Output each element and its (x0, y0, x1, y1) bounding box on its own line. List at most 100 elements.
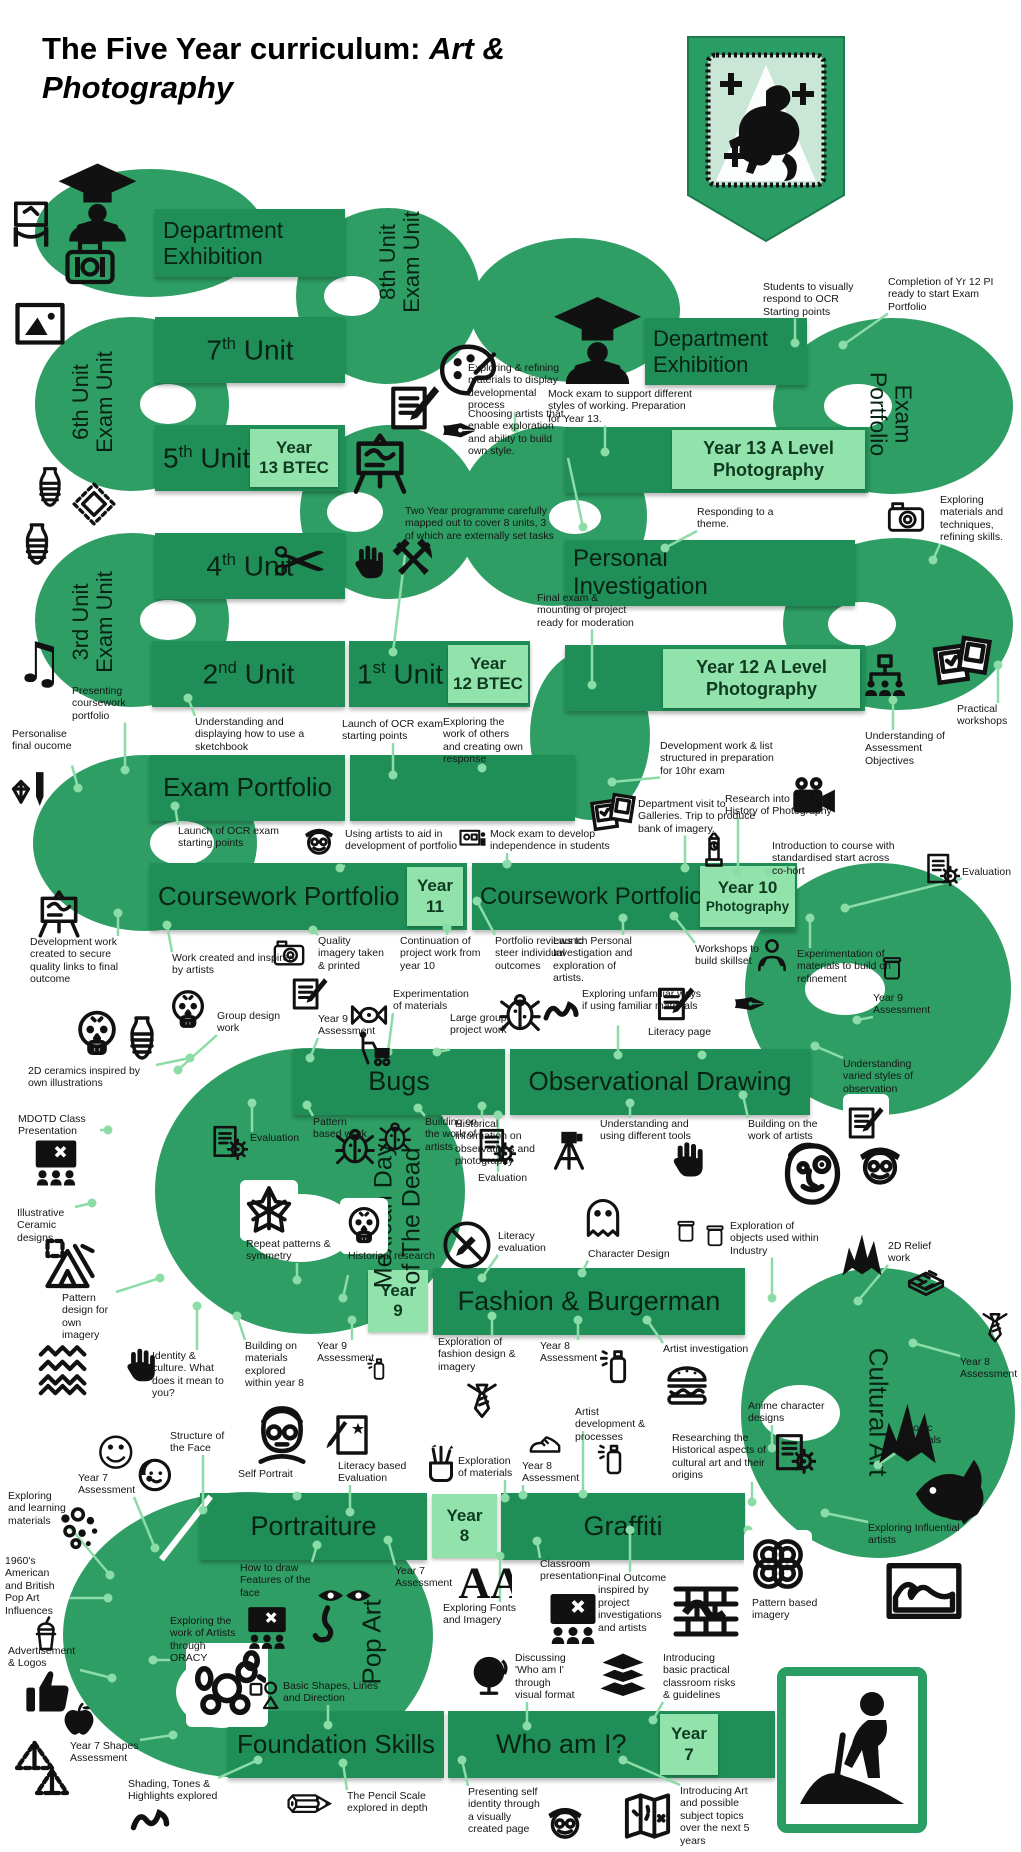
segment-label: Observational Drawing (528, 1066, 792, 1097)
callout-note: Year 9 Assessment (318, 1013, 376, 1038)
callout-note: Group design work (217, 1010, 281, 1035)
callout-note: Basic Shapes, Lines and Direction (283, 1680, 379, 1705)
squiggle-hand-icon (538, 993, 584, 1033)
polaroid-photos-icon (928, 632, 994, 694)
evaluation-doc-icon (924, 852, 960, 888)
school-crest-logo (687, 36, 845, 243)
callout-note: Iconic animals (905, 1422, 942, 1447)
callout-note: Presenting self identity through a visua… (468, 1786, 540, 1836)
callout-note: Year 8 Assessment (522, 1460, 580, 1485)
callout-note: Launch of OCR exam starting points (178, 825, 279, 850)
segment-label-part: th (222, 549, 236, 569)
letters-aa-icon (453, 1553, 515, 1609)
seg-exam-portfolio-gcse: Exam Portfolio (150, 755, 345, 821)
pencil-icon: ✏ (286, 1773, 333, 1838)
music-note-icon: ♫ (14, 631, 65, 696)
callout-note: Year 8 Assessment (960, 1356, 1018, 1381)
callout-note: 2D Relief work (888, 1240, 932, 1265)
segment-label-part: Unit (236, 658, 295, 690)
callout-note: Advertisement & Logos (8, 1645, 76, 1670)
callout-note: Introducing Art and possible subject top… (680, 1785, 750, 1847)
segment-label-part: 2 (202, 658, 219, 690)
callout-note: Evaluation (478, 1172, 528, 1184)
callout-note: Students to visually respond to OCR Star… (763, 281, 854, 318)
segment-label: Bugs (368, 1066, 430, 1097)
callout-note: Presenting coursework portfolio (72, 685, 126, 722)
segment-label-part: th (178, 441, 193, 461)
callout-note: Work created and inspired by artists (172, 952, 295, 977)
hand-wave-icon (348, 536, 386, 592)
callout-note: Exploring Fonts and Imagery (443, 1602, 516, 1627)
seg-graffiti: Graffiti (501, 1493, 745, 1560)
wave-painting-icon (858, 1553, 990, 1629)
callout-note: Literacy evaluation (498, 1230, 546, 1255)
fabric-patch-icon (70, 476, 118, 532)
callout-note: Exploring the work of others and creatin… (443, 716, 523, 766)
callout-note: Understanding varied styles of observati… (843, 1058, 914, 1095)
badge-line: 9 (393, 1301, 403, 1320)
badge-line: Year 13 A Level (703, 437, 834, 458)
segment-label-part: Unit (192, 442, 251, 474)
org-chart-icon (860, 652, 910, 700)
seg-2nd-unit: 2nd Unit (152, 641, 345, 707)
globe-icon (466, 1650, 512, 1702)
callout-note: Experimentation of materials (393, 988, 469, 1013)
segment-label-part: nd (218, 657, 237, 677)
segment-label: Coursework Portfolio (158, 880, 400, 911)
badge-line: Year 12 A Level (696, 656, 827, 677)
segment-label: Department Exhibition (163, 216, 284, 269)
callout-note: Artist investigation (663, 1343, 749, 1355)
segment-label-part: th (222, 333, 236, 353)
badge-line: Year 10 (717, 878, 778, 898)
vlabel-line: Exam Unit (92, 351, 117, 453)
callout-note: Exploring and learning materials (8, 1490, 66, 1527)
framed-bug-icon (378, 1118, 412, 1156)
segment-label-part: 7 (206, 334, 222, 366)
writing-hand-icon (280, 973, 340, 1015)
callout-note: Personalise final oucome (12, 728, 72, 753)
segment-label-part: Unit (236, 334, 294, 366)
callout-note: Continuation of project work from year 1… (400, 935, 481, 972)
callout-note: Year 7 Assessment (78, 1472, 136, 1497)
callout-note: Literacy based Evaluation (338, 1460, 407, 1485)
callout-note: Department visit to Galleries. Trip to p… (638, 798, 756, 835)
callout-note: Exploration of objects used within Indus… (730, 1220, 819, 1257)
segment-label-part: 4 (206, 550, 222, 582)
callout-note: Exploring the work of Artists through OR… (170, 1615, 236, 1665)
sugar-skull-icon (70, 1003, 124, 1065)
segment-label-part: 1 (357, 658, 373, 690)
callout-note: The Pencil Scale explored in depth (347, 1790, 428, 1815)
segment-label: Graffiti (583, 1510, 663, 1541)
shoe-icon (516, 1426, 574, 1460)
map-icon (620, 1786, 675, 1846)
callout-note: Understanding and displaying how to use … (195, 716, 305, 753)
callout-note: Mock exam to support different styles of… (548, 388, 692, 425)
callout-note: Launch of OCR exam starting points (342, 718, 443, 743)
seg-department-exhibition-left: Department Exhibition (155, 209, 345, 277)
segment-label-part: Unit (385, 658, 444, 690)
page-title: The Five Year curriculum: Art & Photogra… (42, 30, 505, 108)
paint-tube-icon (598, 1338, 638, 1392)
title-italic-2: Photography (42, 69, 234, 105)
callout-note: Development work & list structured in pr… (660, 740, 774, 777)
badge-line: Year (470, 653, 506, 673)
self-portrait-icon (250, 1402, 314, 1468)
vlabel-line: Portfolio (865, 371, 891, 457)
callout-note: Pattern based imagery (752, 1597, 818, 1622)
callout-note: Large group project work (450, 1012, 507, 1037)
callout-note: How to draw Features of the face (240, 1562, 311, 1599)
callout-note: Portfolio reviews to steer individual ou… (495, 935, 584, 972)
class-presentation-icon (28, 1136, 84, 1190)
seg-department-exhibition-right: Department Exhibition (645, 318, 807, 385)
callout-note: Evaluation (962, 866, 1012, 878)
seg-4th-unit: 4th Unit (155, 533, 345, 599)
seg-7th-unit: 7th Unit (155, 317, 345, 383)
callout-note: Repeat patterns & symmetry (246, 1238, 331, 1263)
brush-cup-icon (420, 1436, 462, 1490)
badge-line: 13 BTEC (259, 458, 329, 477)
seg-exam-portfolio-cont (350, 755, 575, 821)
